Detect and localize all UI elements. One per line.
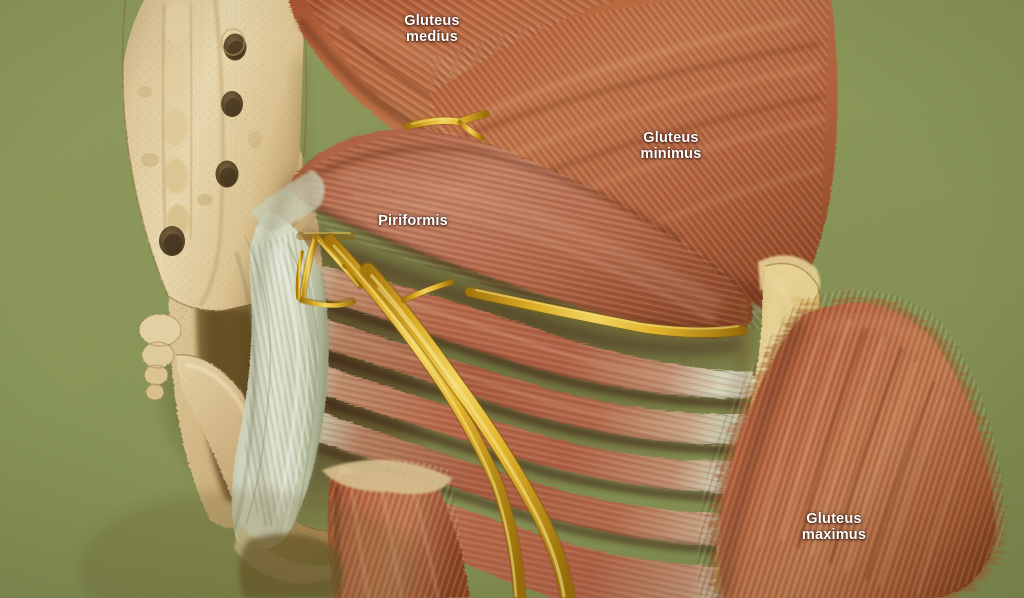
canvas-grain: [0, 0, 1024, 598]
anatomical-plate: [0, 0, 1024, 598]
anatomy-illustration: Gluteus medius Gluteus minimus Piriformi…: [0, 0, 1024, 598]
